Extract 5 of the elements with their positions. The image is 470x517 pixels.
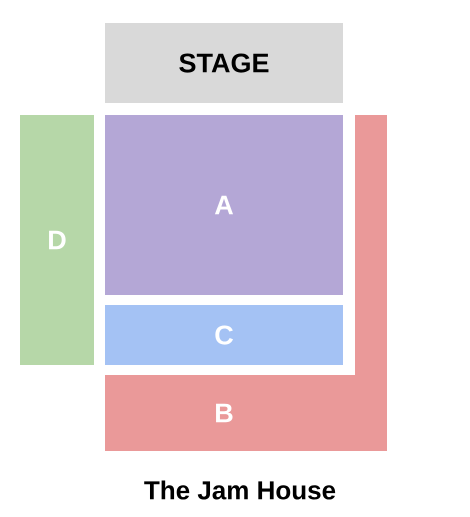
seating-section: C — [105, 305, 343, 365]
seating-section: D — [20, 115, 94, 365]
stage-box: STAGE — [105, 23, 343, 103]
venue-title: The Jam House — [144, 480, 336, 500]
seating-section: A — [105, 115, 343, 295]
